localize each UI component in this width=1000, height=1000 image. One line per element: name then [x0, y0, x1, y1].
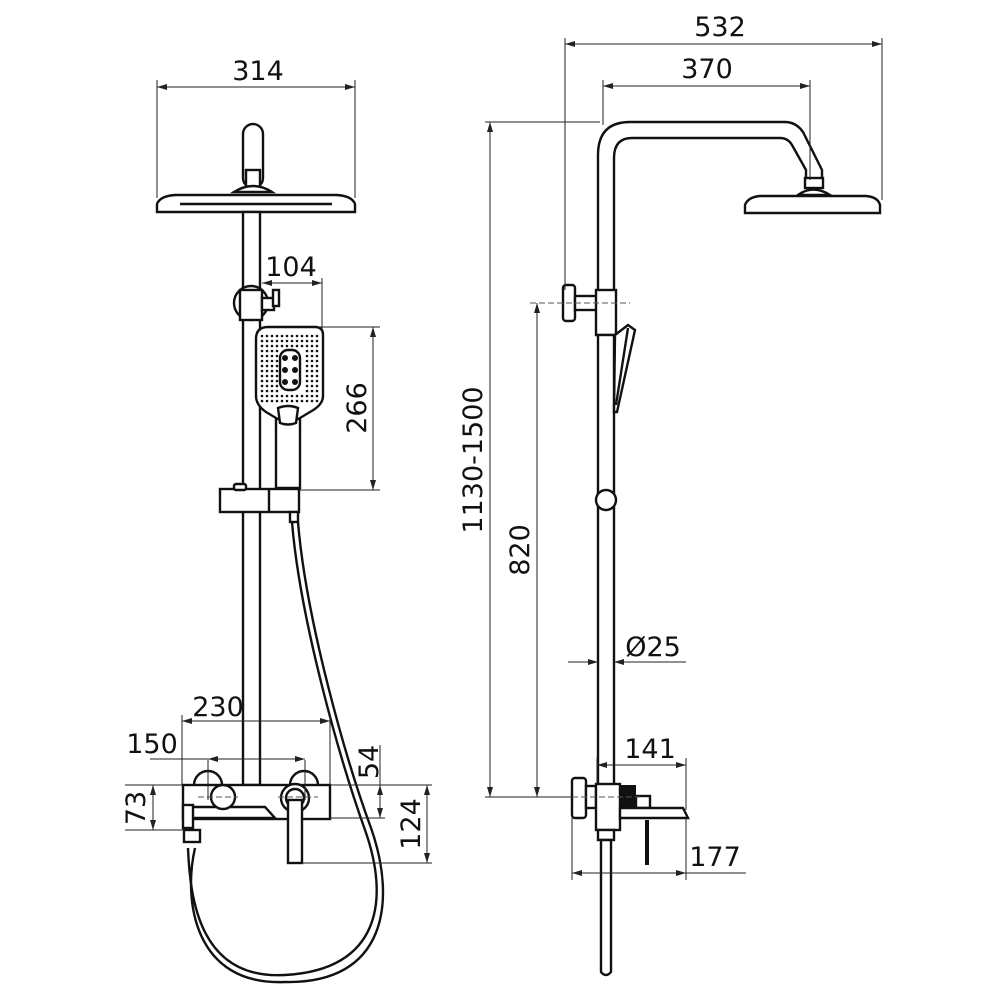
hand-shower-front — [254, 325, 325, 490]
dim-label-73: 73 — [121, 791, 152, 825]
dim-mixer-outer: 230 — [181, 692, 331, 785]
shower-rod-side — [596, 333, 616, 787]
dim-rod-diameter: Ø25 — [568, 632, 686, 665]
dim-label-54: 54 — [354, 745, 385, 779]
wall-bracket-front — [232, 284, 281, 322]
dim-label-532: 532 — [694, 12, 746, 43]
side-view: 532 370 1130-1500 820 Ø25 141 — [458, 12, 883, 977]
dim-label-diameter-25: Ø25 — [625, 632, 681, 663]
dim-head-width: 314 — [156, 56, 356, 198]
slider-bracket-front — [218, 482, 301, 524]
dim-label-1130-1500: 1130-1500 — [458, 386, 489, 533]
dim-total-projection: 532 — [564, 12, 883, 290]
overhead-shower-front — [155, 122, 357, 214]
spray-nozzles — [260, 334, 319, 403]
dim-label-230: 230 — [192, 692, 244, 723]
dim-label-141: 141 — [624, 734, 676, 765]
dim-mixer-depth: 177 — [571, 818, 746, 880]
dim-label-150: 150 — [126, 729, 178, 760]
dim-mixer-height: 54 — [330, 745, 432, 819]
mixer-side — [545, 776, 690, 865]
shower-hose-front — [186, 521, 385, 984]
dim-label-820: 820 — [505, 524, 536, 576]
dim-hand-shower-offset: 104 — [262, 252, 323, 330]
dim-spout-reach: 141 — [596, 734, 687, 810]
dim-hand-shower-height: 266 — [300, 326, 380, 491]
shower-arm-side — [596, 120, 882, 300]
dim-label-124: 124 — [396, 798, 427, 850]
dim-arm-reach: 370 — [602, 54, 811, 180]
dim-label-266: 266 — [342, 382, 373, 434]
dim-outlet-height: 73 — [121, 784, 185, 831]
dim-label-104: 104 — [265, 252, 317, 283]
dim-mixer-centers: 150 — [126, 729, 306, 800]
hand-shower-side — [612, 323, 637, 414]
dim-label-370: 370 — [681, 54, 733, 85]
mixer-front — [181, 769, 332, 865]
slider-side — [594, 488, 618, 512]
front-view: 314 104 266 230 150 — [121, 56, 432, 984]
dim-label-177: 177 — [689, 842, 741, 873]
hose-side — [599, 838, 613, 977]
dim-lever-height: 124 — [302, 785, 432, 864]
wall-bracket-side — [530, 283, 630, 337]
dim-rod-height: 820 — [505, 303, 540, 797]
dim-height-range: 1130-1500 — [458, 121, 600, 798]
dim-label-314: 314 — [232, 56, 284, 87]
